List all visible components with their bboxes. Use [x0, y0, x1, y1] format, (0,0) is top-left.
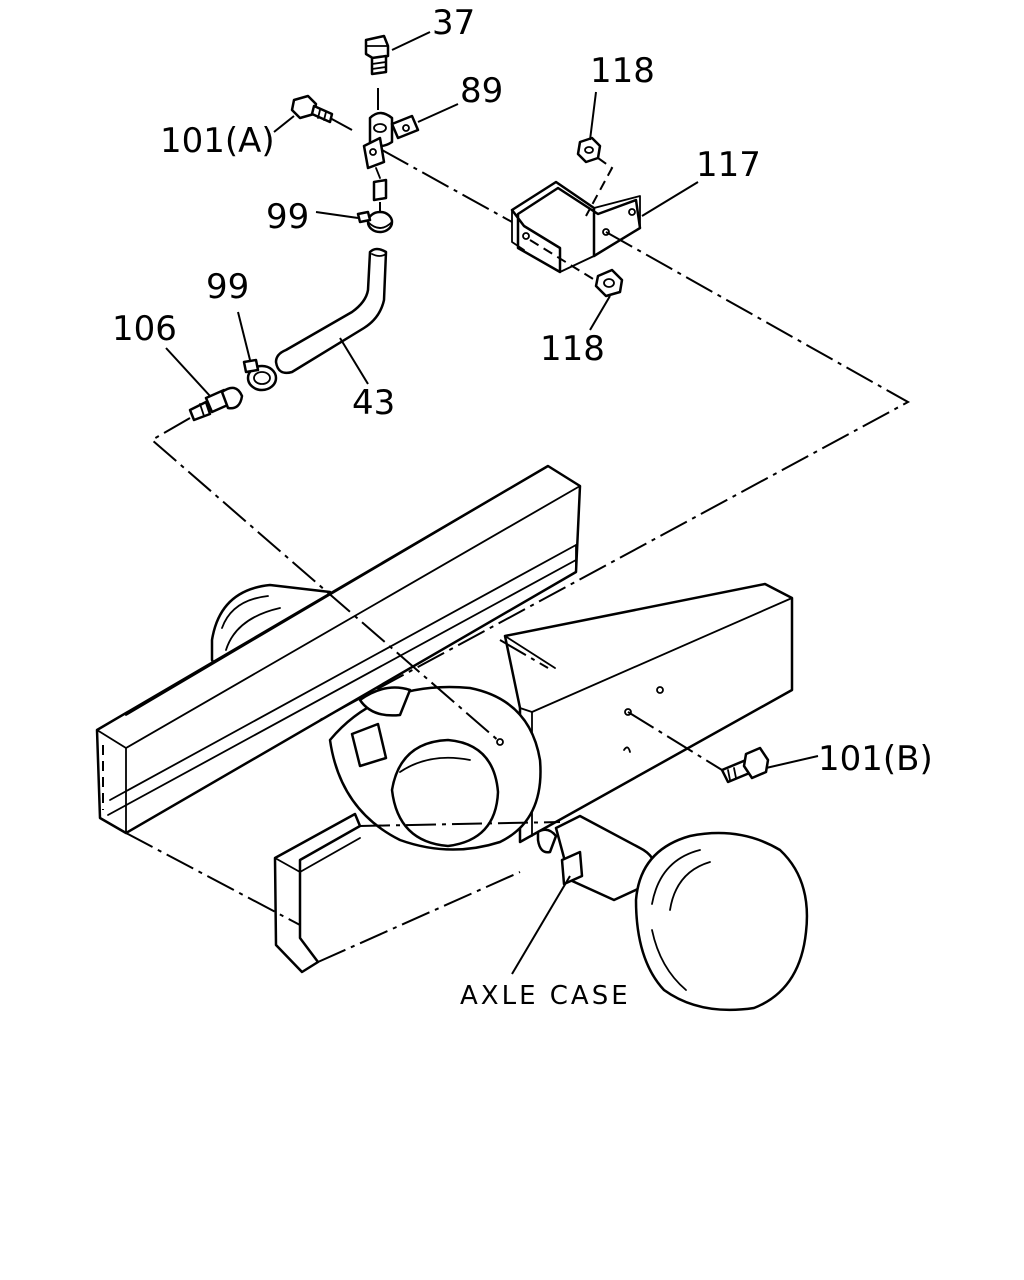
label-37: 37	[432, 3, 475, 43]
label-118-bottom: 118	[540, 329, 605, 369]
label-43: 43	[352, 383, 395, 423]
clip-99-top	[356, 210, 394, 234]
label-99-top: 99	[266, 197, 309, 237]
joint-89	[362, 111, 420, 179]
connector-106	[188, 386, 244, 422]
label-106: 106	[112, 309, 177, 349]
lower-frame-rail	[273, 812, 362, 974]
upper-frame-rail	[95, 464, 582, 835]
bracket-117	[510, 180, 642, 274]
right-wheel-drum	[634, 831, 809, 1012]
nut-118-top	[576, 136, 602, 164]
bolt-101a	[290, 94, 334, 124]
label-101b: 101(B)	[818, 739, 933, 779]
clip-99-lower	[242, 358, 278, 392]
label-118-top: 118	[590, 51, 655, 91]
bolt-101b	[720, 746, 770, 784]
assembly-lines	[125, 149, 911, 963]
label-axle-case: AXLE CASE	[460, 981, 631, 1011]
breather-valve-37	[364, 34, 390, 76]
chassis-assembly	[95, 464, 809, 1012]
leader-lines	[165, 31, 819, 975]
axle-housing	[503, 582, 794, 844]
label-101a: 101(A)	[160, 121, 275, 161]
label-99-mid: 99	[206, 267, 249, 307]
callout-labels: 37 89 101(A) 99 99 106 43 118 117 118 10…	[112, 3, 933, 1011]
label-89: 89	[460, 71, 503, 111]
breather-assembly	[188, 34, 420, 422]
label-117: 117	[696, 145, 761, 185]
hose-43	[274, 247, 388, 375]
nut-118-bottom	[594, 268, 624, 298]
differential-housing	[328, 685, 558, 854]
